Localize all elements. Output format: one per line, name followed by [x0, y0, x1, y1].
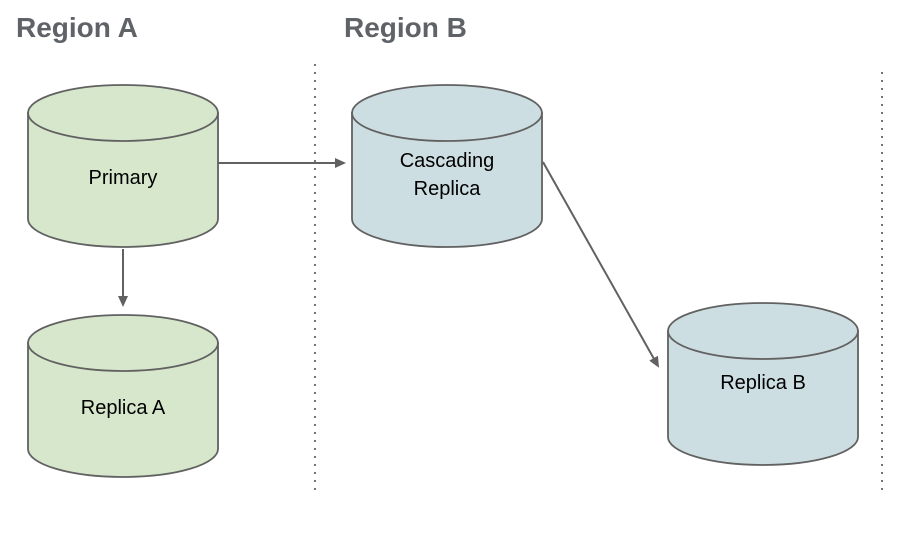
edge-cascading-replica-to-replica-b: [542, 161, 659, 368]
replica-b-label: Replica B: [720, 372, 806, 394]
region-b-heading: Region B: [344, 12, 467, 43]
primary-label: Primary: [88, 167, 158, 189]
cascading-replica-database-cylinder: [351, 84, 543, 248]
cascading-replica-label: Cascading Replica: [399, 150, 495, 200]
region-a-heading: Region A: [16, 12, 138, 43]
replica-a-database-cylinder: [27, 314, 219, 478]
primary-database-cylinder: [27, 84, 219, 248]
replica-a-label: Replica A: [80, 397, 166, 419]
replica-b-database-cylinder: [667, 302, 859, 466]
